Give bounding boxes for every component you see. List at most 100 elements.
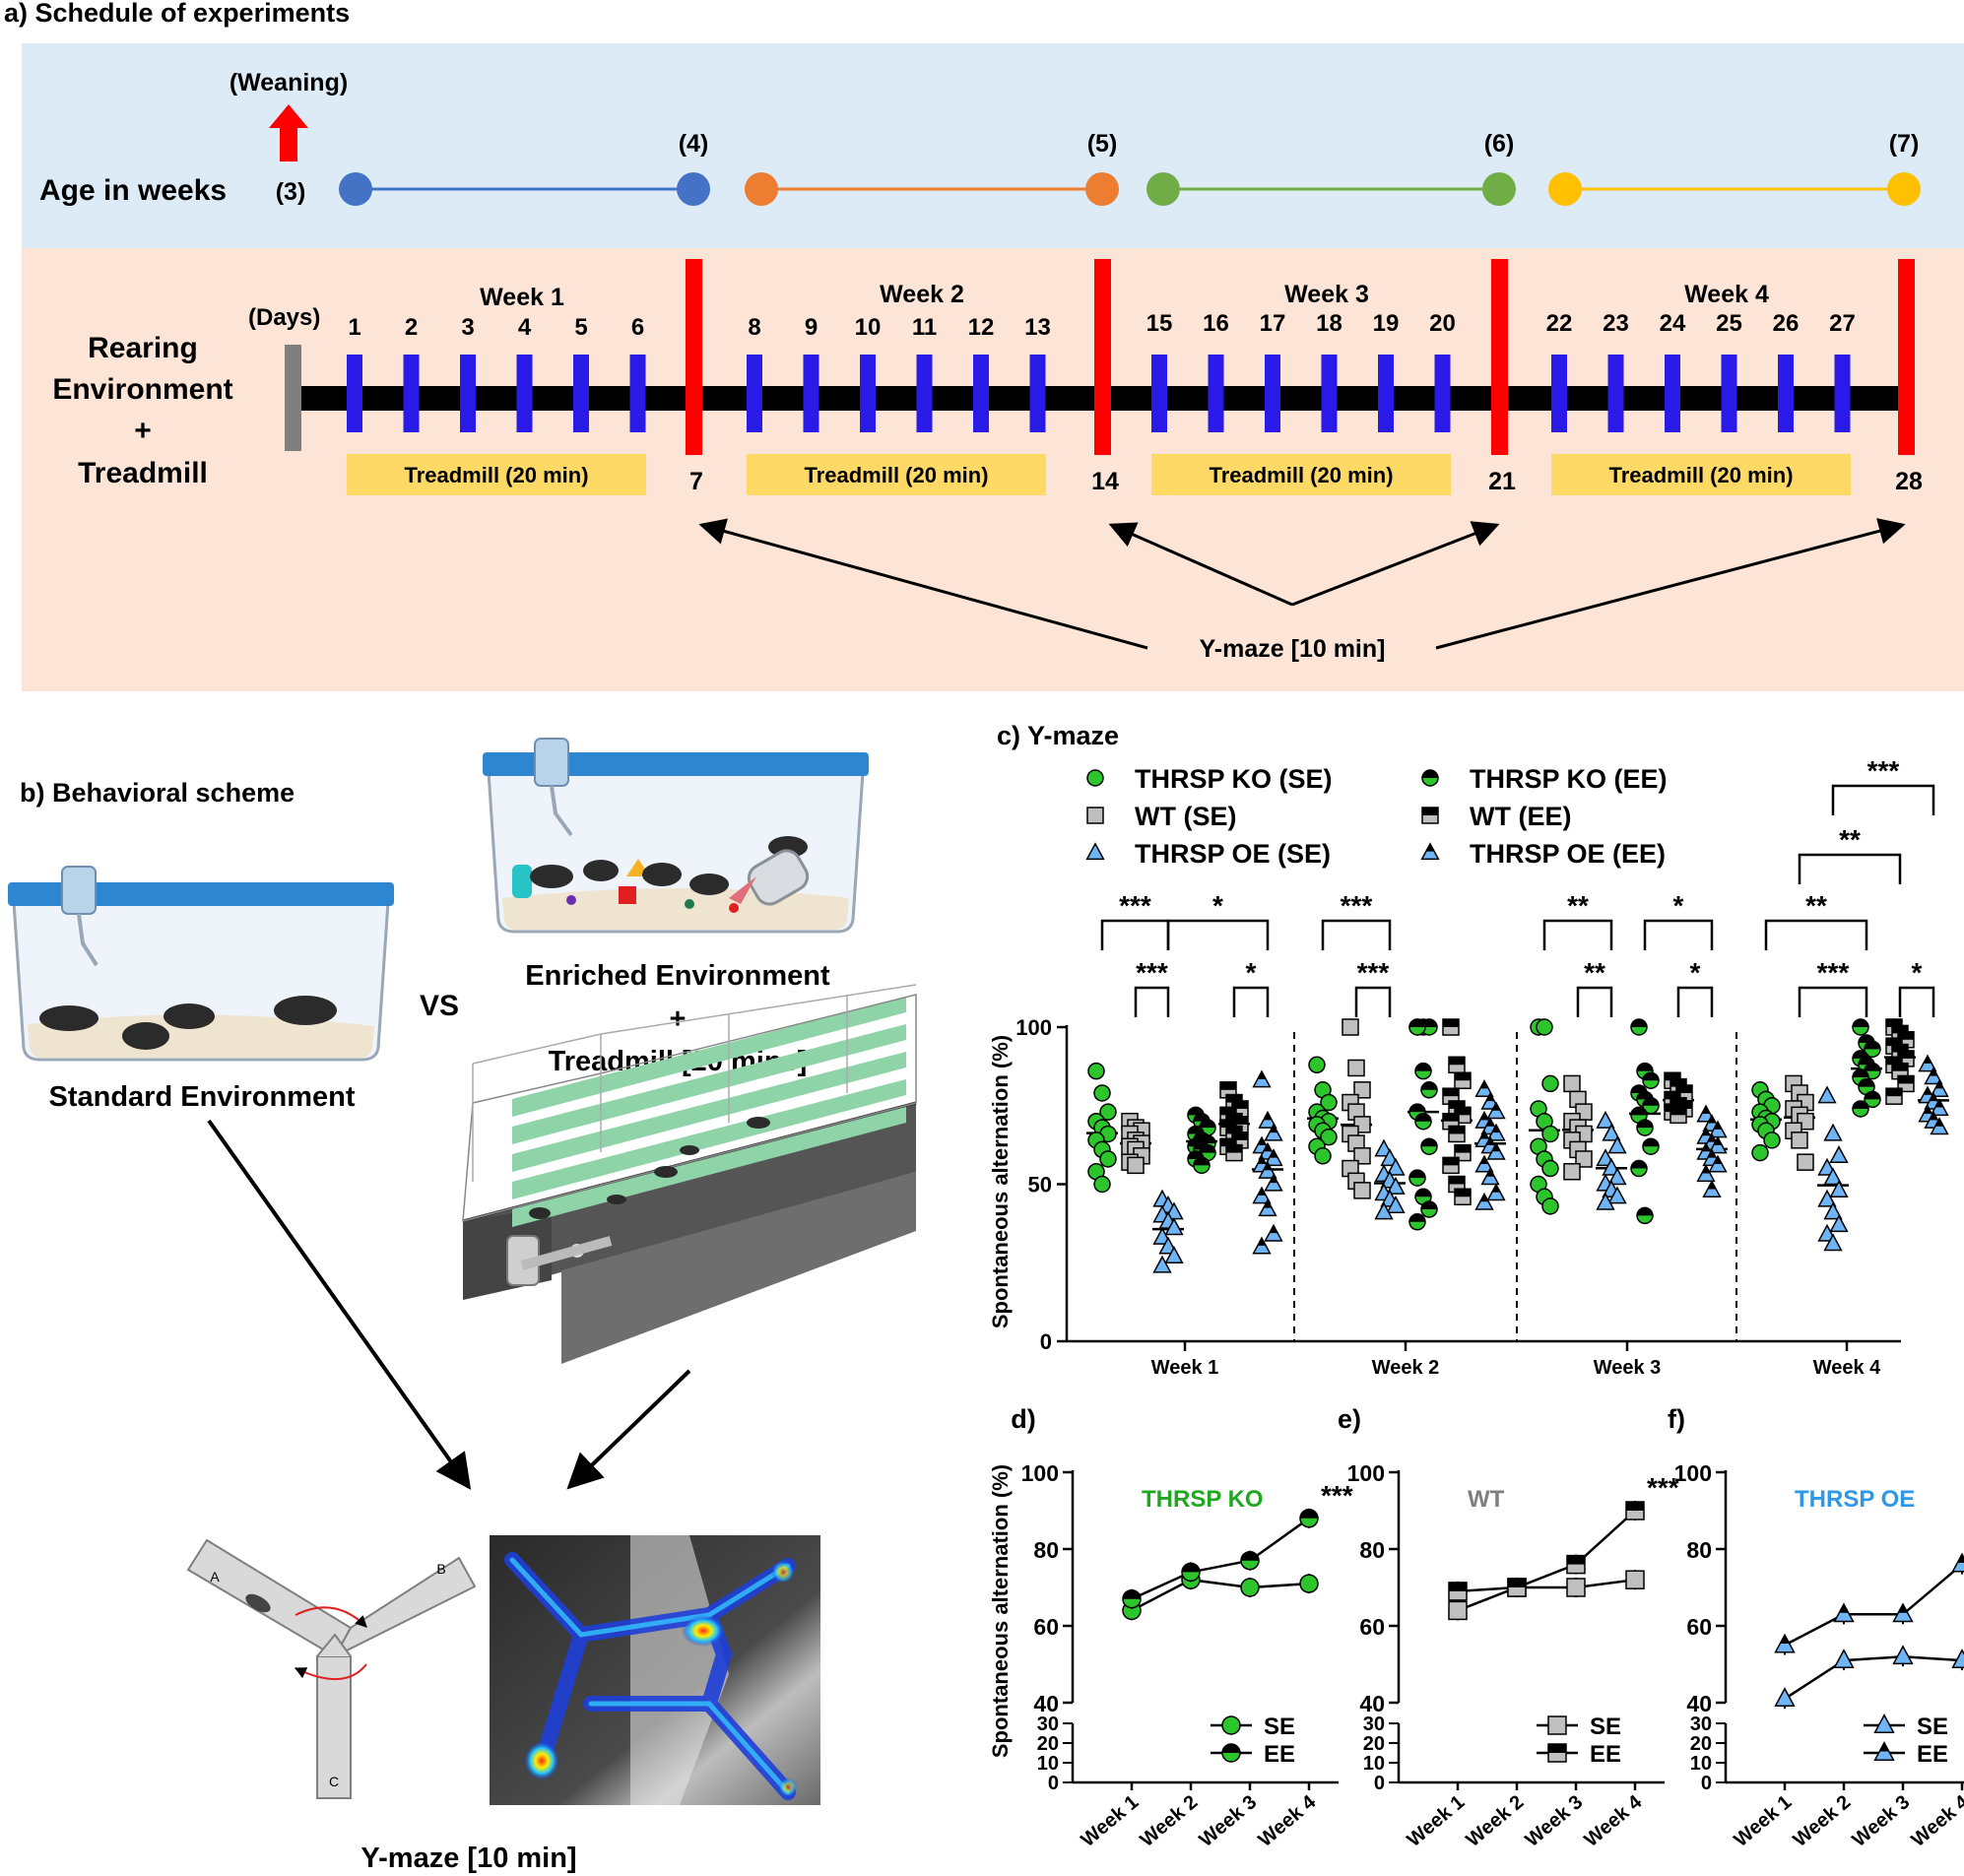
data-point <box>1486 1183 1506 1201</box>
y-tick-label: 100 <box>1021 1460 1059 1486</box>
y-tick-label: 0 <box>1374 1773 1385 1794</box>
treadmill-day-marker <box>1151 355 1167 432</box>
treadmill-day-marker <box>860 355 876 432</box>
enriched-line: + <box>670 1003 687 1035</box>
significance-label: ** <box>1839 824 1861 855</box>
rearing-label: Rearing Environment + Treadmill <box>52 332 232 489</box>
days-label: (Days) <box>248 304 320 331</box>
significance-label: *** <box>1341 890 1373 921</box>
data-point <box>1099 1103 1117 1121</box>
y-tick-label: 0 <box>1048 1773 1059 1794</box>
data-point <box>1442 1156 1460 1175</box>
data-point <box>1152 1255 1172 1273</box>
legend-marker <box>1873 1714 1895 1733</box>
data-point <box>1541 1125 1559 1143</box>
data-point <box>1566 1578 1586 1597</box>
data-point <box>1127 1156 1145 1175</box>
treadmill-day-marker <box>629 355 646 432</box>
data-point <box>1264 1173 1283 1192</box>
data-point <box>1252 1069 1272 1088</box>
series-line <box>1457 1510 1636 1593</box>
significance-label: * <box>1212 890 1223 921</box>
legend-label: SE <box>1264 1714 1295 1740</box>
y-tick-label: 100 <box>1015 1015 1052 1040</box>
data-point <box>1374 1201 1394 1220</box>
day-label: 13 <box>1024 314 1051 341</box>
data-point <box>1480 1167 1500 1186</box>
age-dot <box>1482 172 1516 206</box>
significance-bracket <box>1321 919 1392 950</box>
data-point <box>1823 1123 1843 1141</box>
data-point <box>1320 1093 1338 1112</box>
data-point <box>1858 1077 1875 1096</box>
x-tick-label: Week 4 <box>1581 1790 1647 1850</box>
ymaze-day-marker <box>1898 259 1915 455</box>
data-point <box>1486 1101 1506 1120</box>
treadmill-box <box>1151 454 1451 495</box>
data-point <box>1823 1201 1843 1220</box>
week-dividers <box>1293 1032 1737 1341</box>
ymaze-heatmap-image <box>490 1535 820 1805</box>
age-band-background <box>22 43 1964 248</box>
significance-label: *** <box>1136 957 1168 988</box>
data-point <box>1454 1071 1472 1089</box>
day-label: 19 <box>1373 310 1400 337</box>
data-point <box>1122 1588 1142 1609</box>
significance-bracket <box>1898 986 1935 1017</box>
data-point <box>1442 1018 1460 1036</box>
x-tick-label: Week 1 <box>1404 1791 1470 1851</box>
rearing-line: Rearing <box>88 332 198 364</box>
week-label: Week 4 <box>1684 281 1769 308</box>
y-tick-label: 10 <box>1363 1753 1385 1775</box>
data-point <box>1448 1582 1468 1601</box>
data-point <box>1258 1110 1277 1129</box>
significance-bracket <box>1354 986 1392 1017</box>
start-bar <box>285 345 301 451</box>
y-tick-label: 30 <box>1037 1714 1059 1735</box>
panel-c-title: c) Y-maze <box>997 721 1119 750</box>
treadmill-day-marker <box>1551 355 1567 432</box>
y-tick-label: 30 <box>1690 1714 1712 1735</box>
age-label: Age in weeks <box>39 174 227 207</box>
data-point <box>1252 1236 1272 1255</box>
treadmill-day-marker <box>573 355 589 432</box>
day-label: 26 <box>1773 310 1800 337</box>
y-tick-label: 40 <box>1359 1691 1385 1716</box>
significance-bracket <box>1542 919 1613 950</box>
significance-label: *** <box>1817 957 1850 988</box>
data-point <box>1347 1059 1365 1077</box>
significance-label: ** <box>1584 957 1605 988</box>
data-point <box>1219 1081 1237 1099</box>
legend-label: SE <box>1917 1714 1948 1740</box>
vs-label: VS <box>420 990 459 1022</box>
y-axis-label-def: Spontaneous alternation (%) <box>988 1464 1013 1758</box>
day-label: 18 <box>1316 310 1342 337</box>
data-point <box>1408 1213 1426 1231</box>
x-tick-label: Week 3 <box>1522 1791 1588 1851</box>
data-point <box>1696 1164 1716 1183</box>
data-point <box>1951 1649 1964 1669</box>
significance-bracket <box>1676 986 1714 1017</box>
data-point <box>1314 1147 1332 1165</box>
legend-marker <box>1547 1743 1567 1763</box>
standard-environment-label: Standard Environment <box>49 1081 356 1113</box>
day-label: 23 <box>1603 310 1629 337</box>
treadmill-box-label: Treadmill (20 min) <box>1608 463 1793 487</box>
data-point <box>1199 1143 1216 1162</box>
day-label: 1 <box>348 314 360 341</box>
chart-legend: THRSP KO (SE)THRSP KO (EE)WT (SE)WT (EE)… <box>1085 764 1668 869</box>
ymaze-day-marker <box>1491 259 1508 455</box>
legend-marker <box>1086 769 1104 787</box>
significance-bracket <box>1576 986 1613 1017</box>
y-tick-label: 60 <box>1033 1614 1059 1640</box>
data-point <box>1308 1056 1326 1074</box>
data-point <box>1474 1192 1494 1210</box>
y-tick-label: 40 <box>1686 1691 1712 1716</box>
treadmill-day-marker <box>403 355 420 432</box>
significance-label: *** <box>1867 755 1900 786</box>
